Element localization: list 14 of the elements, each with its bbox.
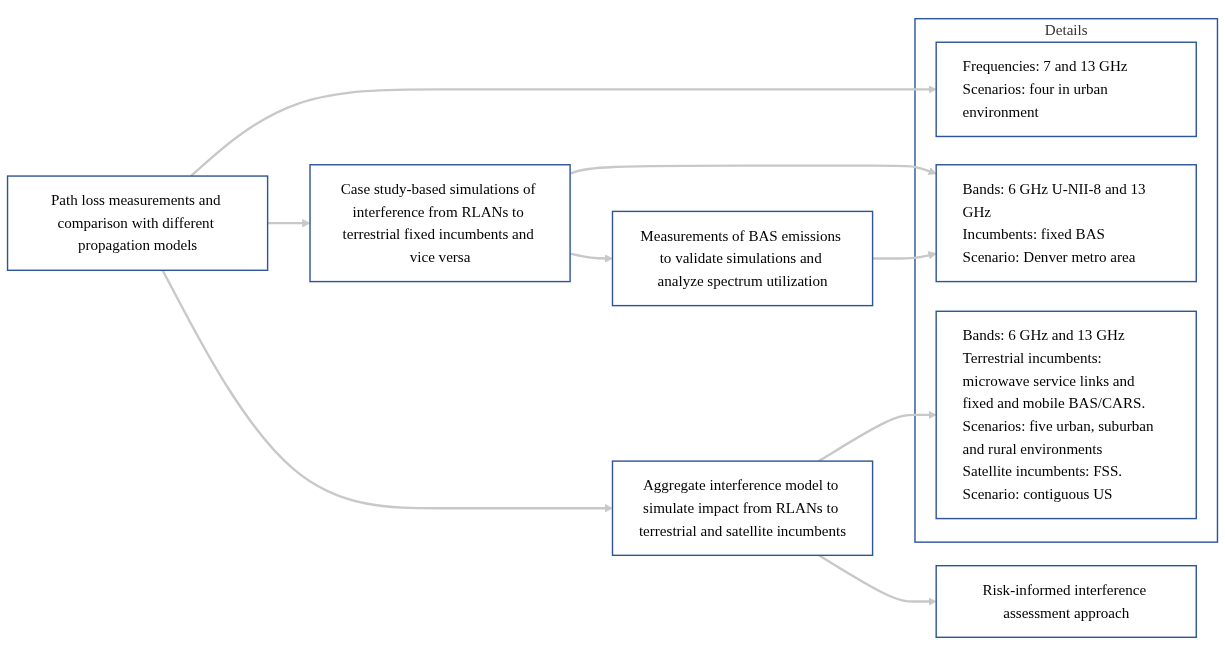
arrow xyxy=(190,85,937,177)
node-box: Frequencies: 7 and 13 GHz Scenarios: four in urban environment xyxy=(935,41,1197,138)
arrow xyxy=(161,269,613,513)
arrow xyxy=(818,554,937,606)
node-box: Path loss measurements and comparison with different propagation models xyxy=(6,175,269,271)
node-box: Measurements of BAS emissions to validate simulations and analyze spectrum utilization xyxy=(611,210,874,307)
node-box: Bands: 6 GHz and 13 GHz Terrestrial incumbents: microwave service links and fixed and mobile BAS/CARS. Scenarios: five urban, suburban and rural environments Satellite incumbents: FSS. Scenario: contiguous US xyxy=(935,310,1197,520)
node-box: Bands: 6 GHz U-NII-8 and 13 GHz Incumbents: fixed BAS Scenario: Denver metro area xyxy=(935,164,1197,283)
arrow xyxy=(818,410,937,463)
node-box: Aggregate interference model to simulate impact from RLANs to terrestrial and satellite incumbents xyxy=(611,460,874,557)
arrow xyxy=(267,219,311,228)
arrow xyxy=(872,251,937,260)
node-box: Risk-informed interference assessment approach xyxy=(935,565,1197,638)
node-box: Case study-based simulations of interference from RLANs to terrestrial fixed incumbents and vice versa xyxy=(309,164,571,283)
